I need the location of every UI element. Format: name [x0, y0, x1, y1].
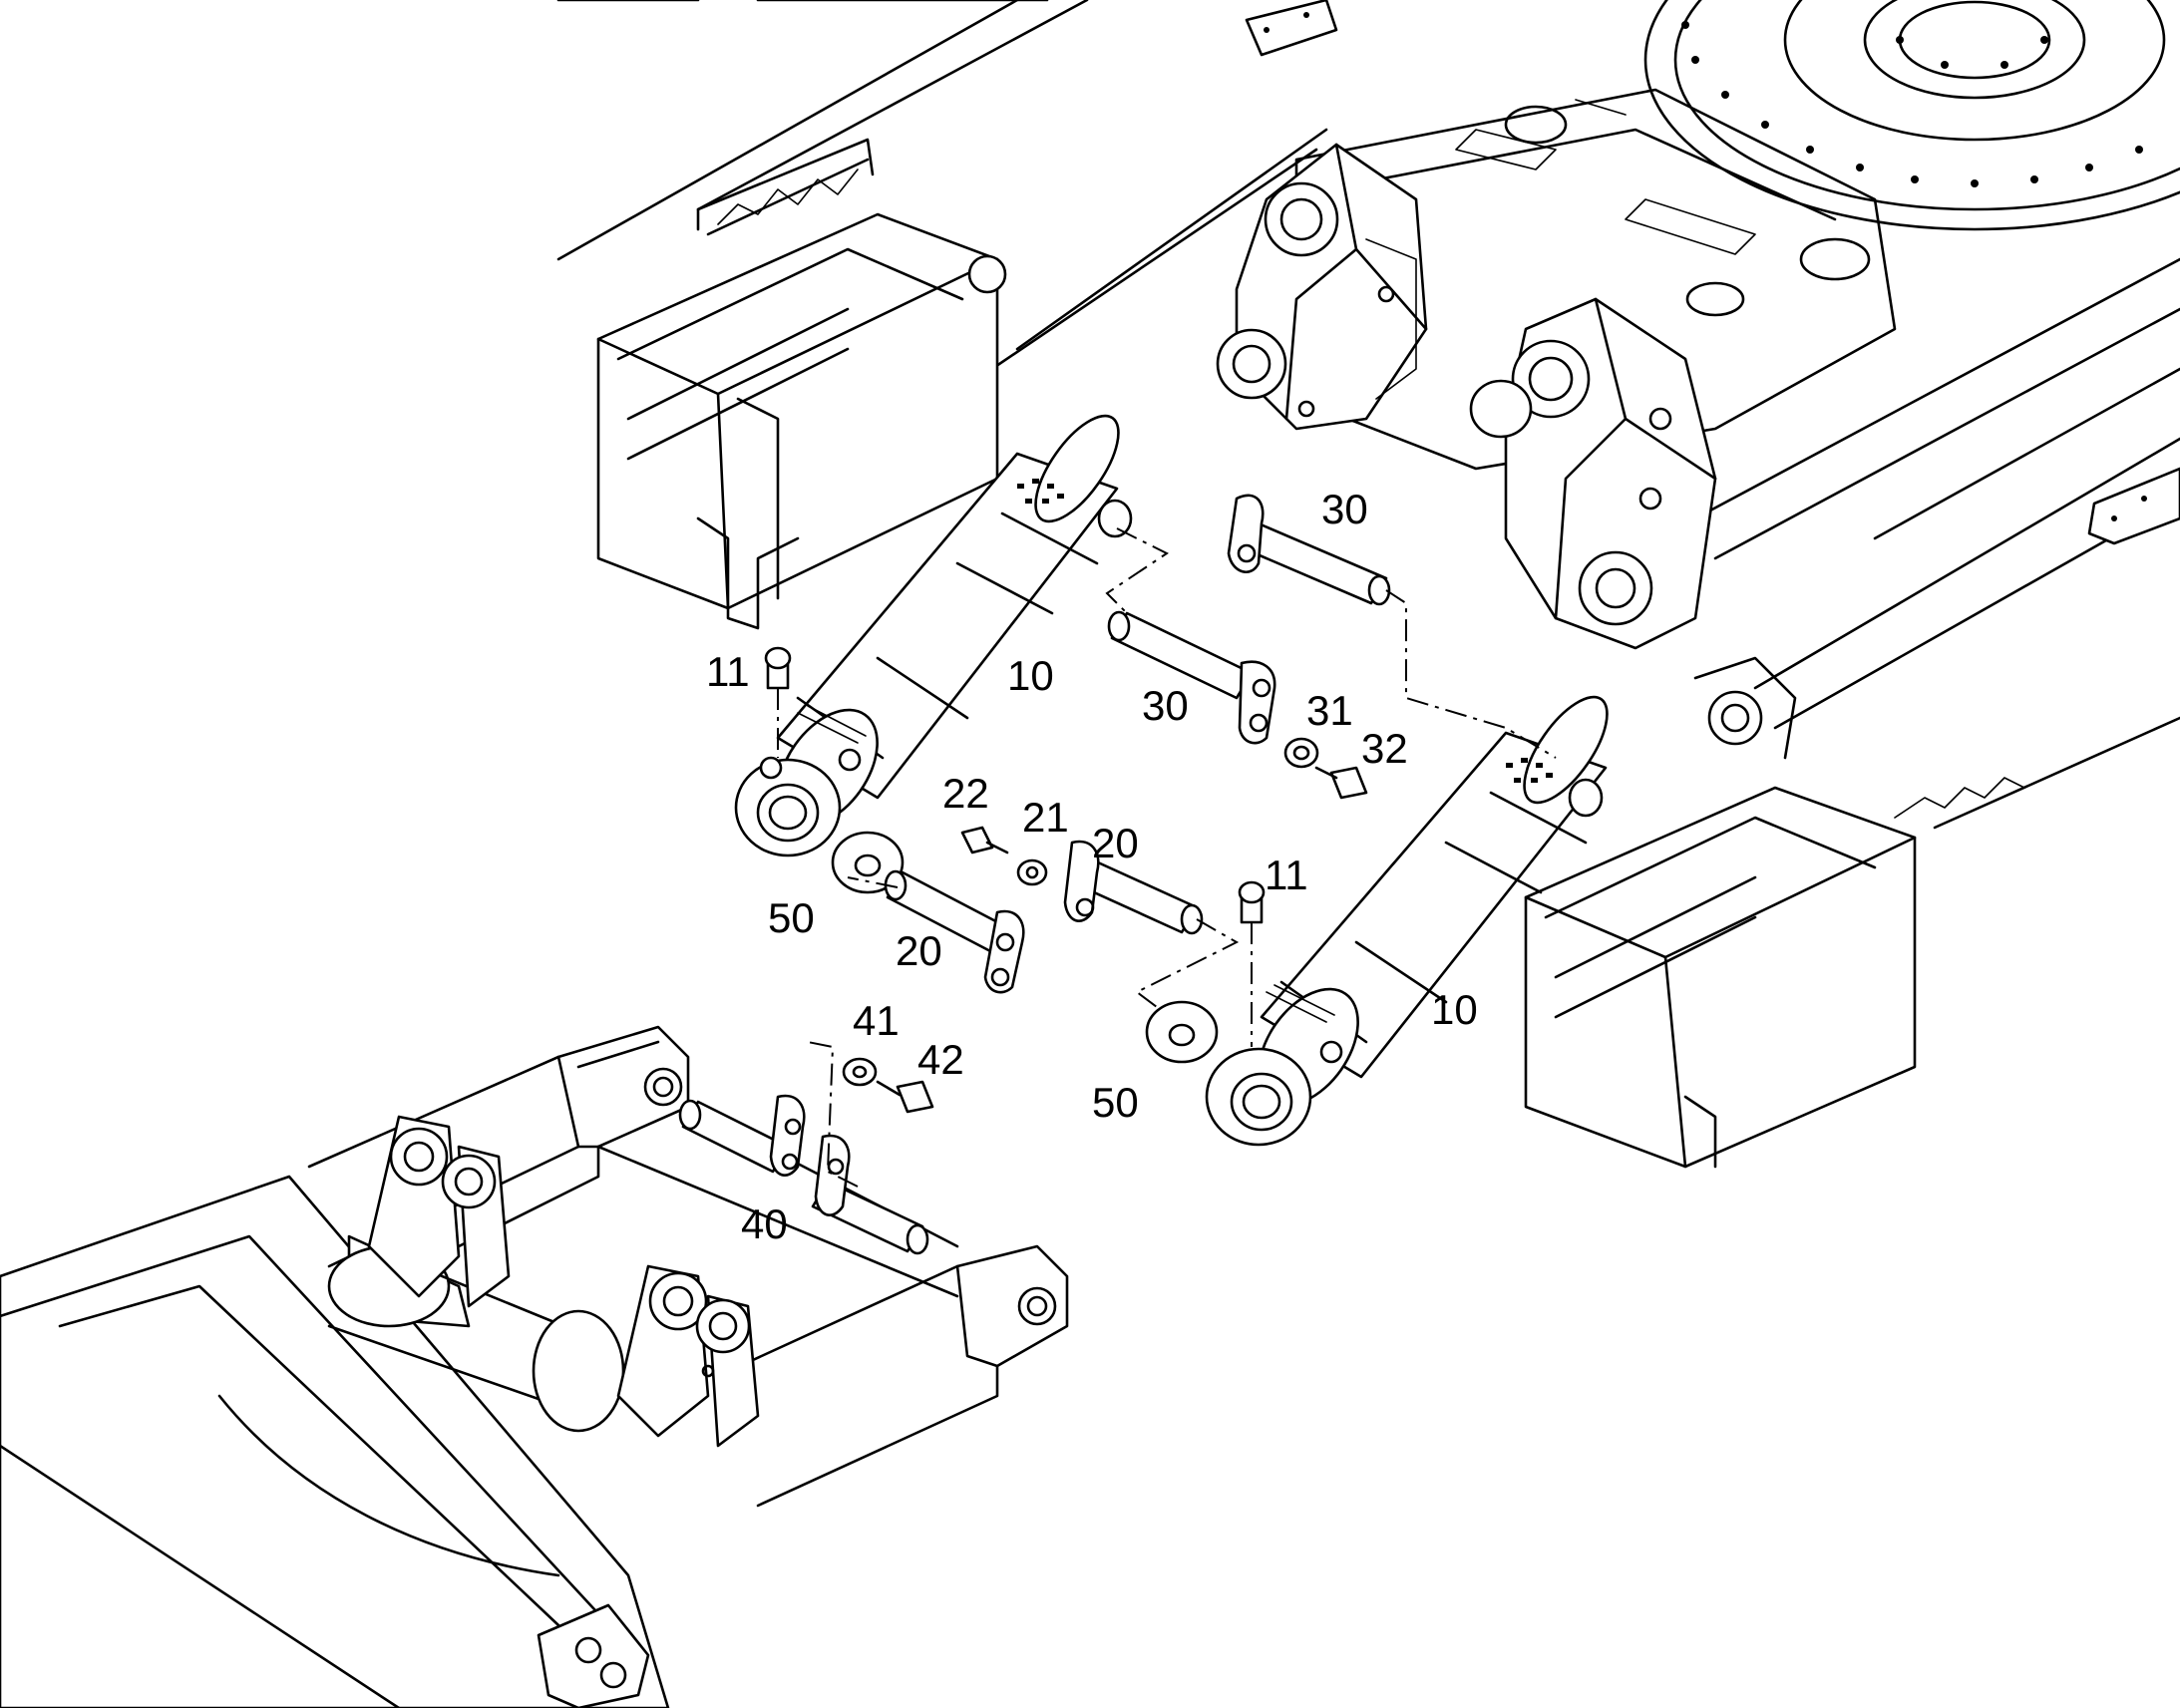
callout-42: 42 [917, 1036, 964, 1083]
callout-10: 10 [1431, 986, 1478, 1033]
dozer-blade [0, 1025, 1069, 1708]
callout-11: 11 [1265, 852, 1308, 898]
callout-22: 22 [942, 770, 989, 817]
callout-10: 10 [1007, 652, 1054, 699]
callout-30: 30 [1321, 486, 1368, 532]
callout-20: 20 [1092, 820, 1139, 866]
callout-11: 11 [706, 648, 750, 695]
callout-50: 50 [768, 894, 815, 941]
callout-20: 20 [896, 927, 942, 974]
callout-31: 31 [1306, 687, 1353, 734]
hydraulic-cylinder-lower [1205, 695, 1609, 1147]
callout-30: 30 [1142, 682, 1189, 729]
small-parts [678, 494, 1391, 1255]
callout-50: 50 [1092, 1079, 1139, 1126]
callout-32: 32 [1361, 725, 1408, 772]
callout-21: 21 [1022, 794, 1069, 841]
callouts: 30 11 10 30 31 32 22 21 20 11 50 20 41 4… [706, 486, 1478, 1247]
hydraulic-cylinder-upper [734, 414, 1133, 857]
assembly-lines [777, 527, 1557, 1188]
callout-41: 41 [853, 997, 900, 1044]
callout-40: 40 [741, 1200, 788, 1247]
undercarriage-frame [556, 0, 2180, 1169]
